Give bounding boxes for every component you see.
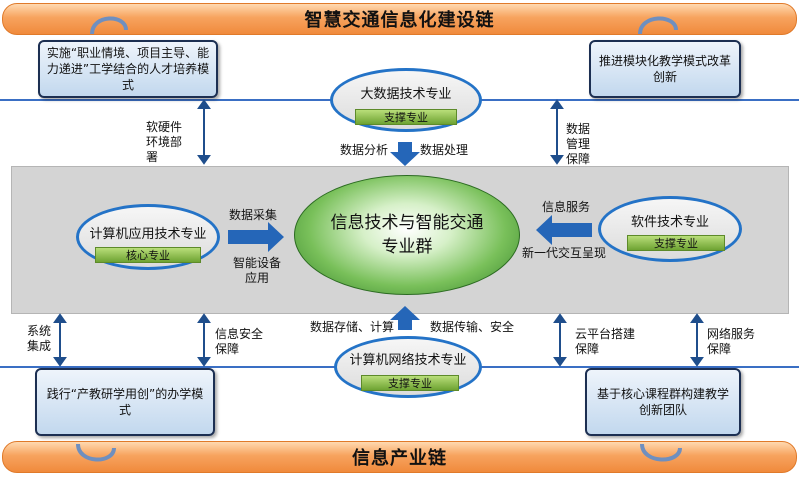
- core-group-line2: 专业群: [381, 237, 433, 257]
- big-data-major-tag: 支撑专业: [355, 109, 457, 125]
- big-data-major-name: 大数据技术专业: [360, 87, 452, 102]
- double-arrow-icon: [550, 99, 564, 165]
- modular-teaching-text: 推进模块化教学模式改革创新: [598, 54, 731, 84]
- software-major-name: 软件技术专业: [630, 215, 709, 230]
- talent-model-box: 实施“职业情境、项目主导、能力递进”工学结合的人才培养模式: [38, 40, 218, 98]
- double-arrow-icon: [53, 313, 67, 367]
- teaching-team-text: 基于核心课程群构建教学创新团队: [596, 387, 729, 417]
- core-group-line1: 信息技术与智能交通: [330, 213, 484, 233]
- label-data-transmission: 数据传输、安全: [430, 320, 515, 334]
- label-data-collection: 数据采集: [229, 208, 278, 222]
- label-data-storage: 数据存储、计算: [310, 320, 395, 334]
- teaching-team-box: 基于核心课程群构建教学创新团队: [585, 368, 741, 436]
- down-arrow-icon: [390, 142, 420, 166]
- top-chain-bar: 智慧交通信息化建设链: [2, 3, 797, 35]
- computer-app-major: 计算机应用技术专业 核心专业: [76, 204, 220, 270]
- network-major-tag: 支撑专业: [361, 375, 459, 391]
- network-major-name: 计算机网络技术专业: [349, 353, 467, 368]
- software-major-tag: 支撑专业: [627, 235, 725, 251]
- label-data-processing: 数据处理: [420, 143, 469, 157]
- label-cloud-platform: 云平台搭建保障: [575, 327, 636, 356]
- label-data-management: 数据管理保障: [566, 122, 591, 166]
- software-major: 软件技术专业 支撑专业: [598, 196, 742, 262]
- double-arrow-icon: [690, 313, 704, 367]
- network-major: 计算机网络技术专业 支撑专业: [334, 336, 482, 398]
- label-data-analysis: 数据分析: [340, 143, 389, 157]
- label-info-security: 信息安全保障: [215, 327, 264, 356]
- computer-app-major-tag: 核心专业: [95, 247, 201, 263]
- label-smart-device: 智能设备应用: [232, 256, 281, 285]
- school-model-box: 践行“产教研学用创”的办学模式: [35, 368, 215, 436]
- bottom-chain-title: 信息产业链: [352, 448, 447, 469]
- label-new-interaction: 新一代交互呈现: [522, 246, 607, 260]
- label-network-service: 网络服务保障: [707, 327, 756, 356]
- double-arrow-icon: [197, 99, 211, 165]
- computer-app-major-name: 计算机应用技术专业: [89, 227, 207, 242]
- big-data-major: 大数据技术专业 支撑专业: [330, 68, 482, 132]
- top-chain-title: 智慧交通信息化建设链: [304, 10, 495, 31]
- bottom-chain-bar: 信息产业链: [2, 441, 797, 473]
- label-software-hardware: 软硬件环境部署: [146, 120, 183, 164]
- label-info-service: 信息服务: [542, 200, 591, 214]
- modular-teaching-box: 推进模块化教学模式改革创新: [589, 40, 741, 98]
- double-arrow-icon: [197, 313, 211, 367]
- double-arrow-icon: [553, 313, 567, 367]
- label-system-integration: 系统集成: [27, 324, 52, 353]
- school-model-text: 践行“产教研学用创”的办学模式: [46, 387, 204, 417]
- talent-model-text: 实施“职业情境、项目主导、能力递进”工学结合的人才培养模式: [46, 46, 210, 92]
- core-professional-group: 信息技术与智能交通 专业群: [294, 175, 520, 295]
